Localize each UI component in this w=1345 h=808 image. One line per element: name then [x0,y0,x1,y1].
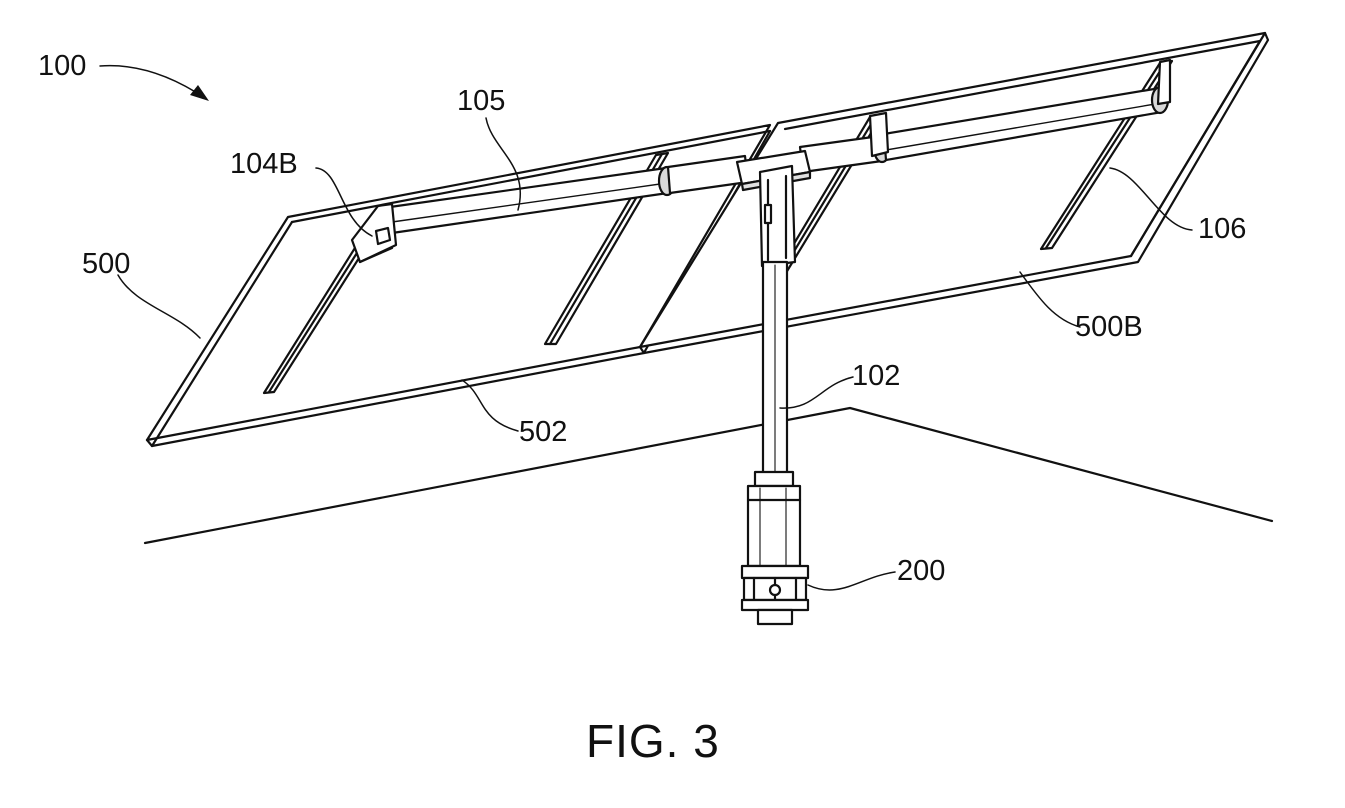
panel-500b [640,33,1268,353]
mount-200 [742,566,808,624]
label-502: 502 [519,418,567,447]
leader-102 [780,377,853,408]
label-200: 200 [897,557,945,586]
label-102: 102 [852,362,900,391]
arrowhead-100 [190,85,209,101]
label-105: 105 [457,87,505,116]
leader-502 [462,380,518,431]
label-100: 100 [38,52,86,81]
figure-caption: FIG. 3 [586,718,720,764]
leader-500b [1020,272,1080,327]
leader-500 [118,275,200,338]
ground-plane [145,408,1272,543]
leader-100 [100,66,205,98]
label-500: 500 [82,250,130,279]
leader-200 [808,572,895,590]
label-500b: 500B [1075,313,1143,342]
label-104b: 104B [230,150,298,179]
label-106: 106 [1198,215,1246,244]
